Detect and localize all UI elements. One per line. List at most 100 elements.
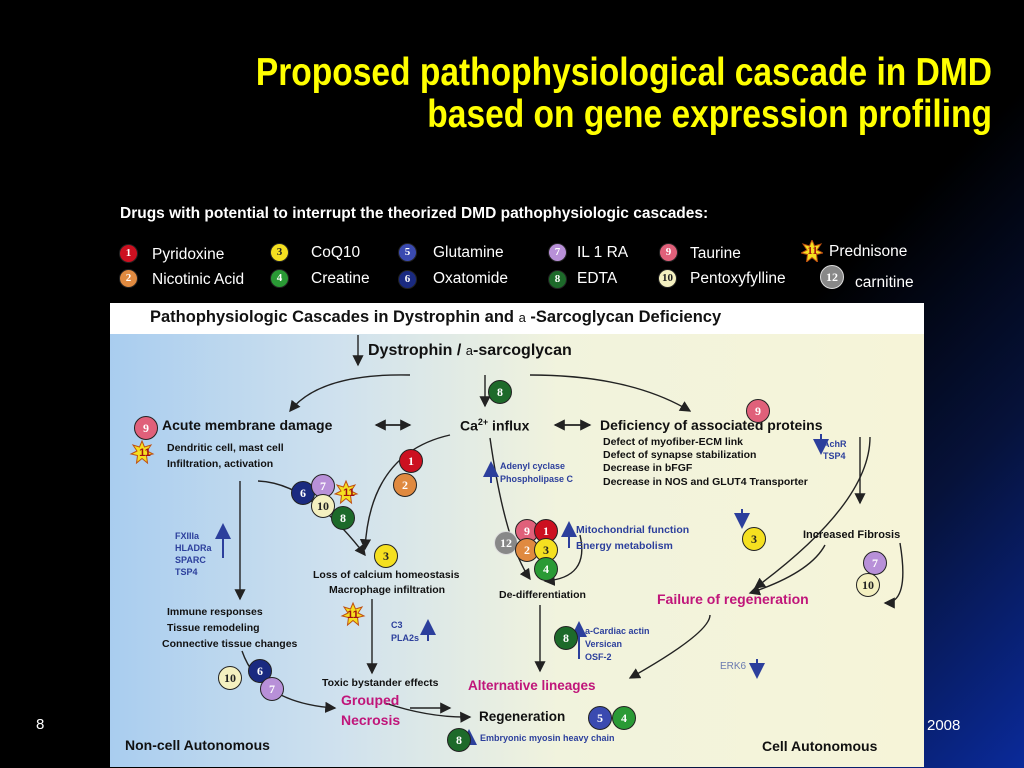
- drug-badge-5: 5: [398, 243, 417, 262]
- versican: Versican: [585, 639, 623, 649]
- influx-text: influx: [488, 417, 530, 434]
- defect-line-1: Defect of myofiber-ECM link: [603, 436, 744, 448]
- slide-title: Proposed pathophysiological cascade in D…: [184, 52, 992, 136]
- loss-calcium-homeostasis: Loss of calcium homeostasis: [313, 569, 460, 581]
- drug-name-1: Pyridoxine: [152, 246, 225, 263]
- c3-label: C3: [391, 620, 403, 630]
- failure-of-regeneration: Failure of regeneration: [657, 591, 809, 607]
- achr-label: AchR: [823, 439, 847, 449]
- phospholipase-c: Phospholipase C: [500, 474, 574, 484]
- drug-badge-6: 6: [398, 270, 417, 289]
- dendritic-line-1: Dendritic cell, mast cell: [167, 442, 284, 454]
- year-label: 2008: [927, 717, 961, 734]
- diagram-badge-11-c: 11: [347, 609, 359, 621]
- ca-influx: Ca2+ influx: [460, 417, 529, 434]
- diagram-badge-8-mid: 8: [331, 506, 355, 530]
- cell-autonomous: Cell Autonomous: [762, 738, 878, 754]
- adenyl-cyclase: Adenyl cyclase: [500, 461, 566, 471]
- grouped-necrosis-1: Grouped: [341, 692, 400, 708]
- increased-fibrosis: Increased Fibrosis: [803, 529, 901, 541]
- alpha-symbol: a: [518, 310, 526, 325]
- pla2s-label: PLA2s: [391, 633, 420, 643]
- diagram-badge-4-low: 4: [612, 706, 636, 730]
- drugs-subtitle: Drugs with potential to interrupt the th…: [120, 205, 709, 222]
- diagram-badge-5-low: 5: [588, 706, 612, 730]
- diagram-badge-8-top: 8: [488, 380, 512, 404]
- ca-superscript: 2+: [477, 417, 489, 427]
- hladra-label: HLADRa: [175, 543, 212, 553]
- drug-badge-10: 10: [658, 269, 677, 288]
- title-line-1: Proposed pathophysiological cascade in D…: [255, 51, 992, 94]
- drug-badge-11: 11: [807, 245, 818, 257]
- acute-membrane-damage: Acute membrane damage: [162, 417, 333, 433]
- drug-badge-3: 3: [270, 243, 289, 262]
- drug-badge-8: 8: [548, 270, 567, 289]
- drug-badge-7: 7: [548, 243, 567, 262]
- drug-badge-12: 12: [820, 265, 844, 289]
- drug-badge-2: 2: [119, 269, 138, 288]
- dendritic-line-2: Infiltration, activation: [167, 458, 274, 470]
- drug-badge-4: 4: [270, 269, 289, 288]
- diagram-badge-11-b: 11: [343, 487, 355, 499]
- cascade-diagram: Pathophysiologic Cascades in Dystrophin …: [110, 303, 924, 767]
- defect-line-2: Defect of synapse stabilization: [603, 449, 757, 461]
- tissue-remodeling: Tissue remodeling: [167, 622, 260, 634]
- diagram-title-text: Pathophysiologic Cascades in Dystrophin …: [150, 308, 514, 326]
- tsp4-left-label: TSP4: [175, 567, 198, 577]
- embryonic-myosin: Embryonic myosin heavy chain: [480, 733, 615, 743]
- drug-name-2: Nicotinic Acid: [152, 271, 245, 288]
- fxiiia-label: FXIIIa: [175, 531, 200, 541]
- drug-name-6: Oxatomide: [433, 270, 508, 287]
- diagram-header: Pathophysiologic Cascades in Dystrophin …: [110, 303, 924, 334]
- drug-name-12: carnitine: [855, 274, 914, 291]
- drug-name-5: Glutamine: [433, 244, 504, 261]
- page-number: 8: [36, 716, 45, 733]
- diagram-badge-10-low: 10: [218, 666, 242, 690]
- diagram-badge-2: 2: [393, 473, 417, 497]
- diagram-badge-3-right: 3: [742, 527, 766, 551]
- erk6-label: ERK6: [720, 661, 747, 672]
- sparc-label: SPARC: [175, 555, 206, 565]
- tsp4-right-label: TSP4: [823, 451, 846, 461]
- diagram-badge-7-low: 7: [260, 677, 284, 701]
- diagram-title: Pathophysiologic Cascades in Dystrophin …: [150, 308, 721, 327]
- drug-name-3: CoQ10: [311, 244, 361, 261]
- diagram-badge-8-bottom: 8: [447, 728, 471, 752]
- drug-name-8: EDTA: [577, 270, 618, 287]
- diagram-badge-9-left: 9: [134, 416, 158, 440]
- drug-badge-1: 1: [119, 244, 138, 263]
- dystrophin-node: Dystrophin / a-sarcoglycan: [368, 342, 572, 360]
- drug-name-9: Taurine: [690, 245, 741, 262]
- cardiac-actin: a-Cardiac actin: [585, 626, 650, 636]
- non-cell-autonomous: Non-cell Autonomous: [125, 737, 270, 753]
- ca-text: Ca: [460, 417, 478, 434]
- title-line-2: based on gene expression profiling: [427, 93, 992, 136]
- grouped-necrosis-2: Necrosis: [341, 712, 401, 728]
- osf2: OSF-2: [585, 652, 612, 662]
- toxic-bystander-effects: Toxic bystander effects: [322, 677, 439, 689]
- drug-badge-9: 9: [659, 243, 678, 262]
- diagram-badge-6-low: 6: [248, 659, 272, 683]
- defect-line-4: Decrease in NOS and GLUT4 Transporter: [603, 476, 808, 488]
- diagram-badge-11-a: 11: [139, 447, 151, 459]
- dystrophin-end: -sarcoglycan: [473, 342, 572, 359]
- drug-name-4: Creatine: [311, 270, 370, 287]
- macrophage-infiltration: Macrophage infiltration: [329, 584, 446, 596]
- alpha-symbol-2: a: [465, 343, 474, 358]
- immune-responses: Immune responses: [167, 606, 263, 618]
- diagram-badge-9-right: 9: [746, 399, 770, 423]
- drug-name-7: IL 1 RA: [577, 244, 629, 261]
- defect-line-3: Decrease in bFGF: [603, 462, 693, 474]
- drug-name-11: Prednisone: [829, 243, 908, 260]
- diagram-badge-1: 1: [399, 449, 423, 473]
- diagram-badge-10-right: 10: [856, 573, 880, 597]
- diagram-title-end: -Sarcoglycan Deficiency: [530, 308, 722, 326]
- mito-function: Mitochondrial function: [576, 524, 690, 536]
- diagram-badge-3-left: 3: [374, 544, 398, 568]
- diagram-badge-7-right: 7: [863, 551, 887, 575]
- deficiency-associated-proteins: Deficiency of associated proteins: [600, 417, 823, 433]
- alternative-lineages: Alternative lineages: [468, 678, 596, 693]
- diagram-badge-4-mid: 4: [534, 557, 558, 581]
- star-badge-11-icon: [801, 240, 823, 262]
- dystrophin-text: Dystrophin /: [368, 342, 462, 359]
